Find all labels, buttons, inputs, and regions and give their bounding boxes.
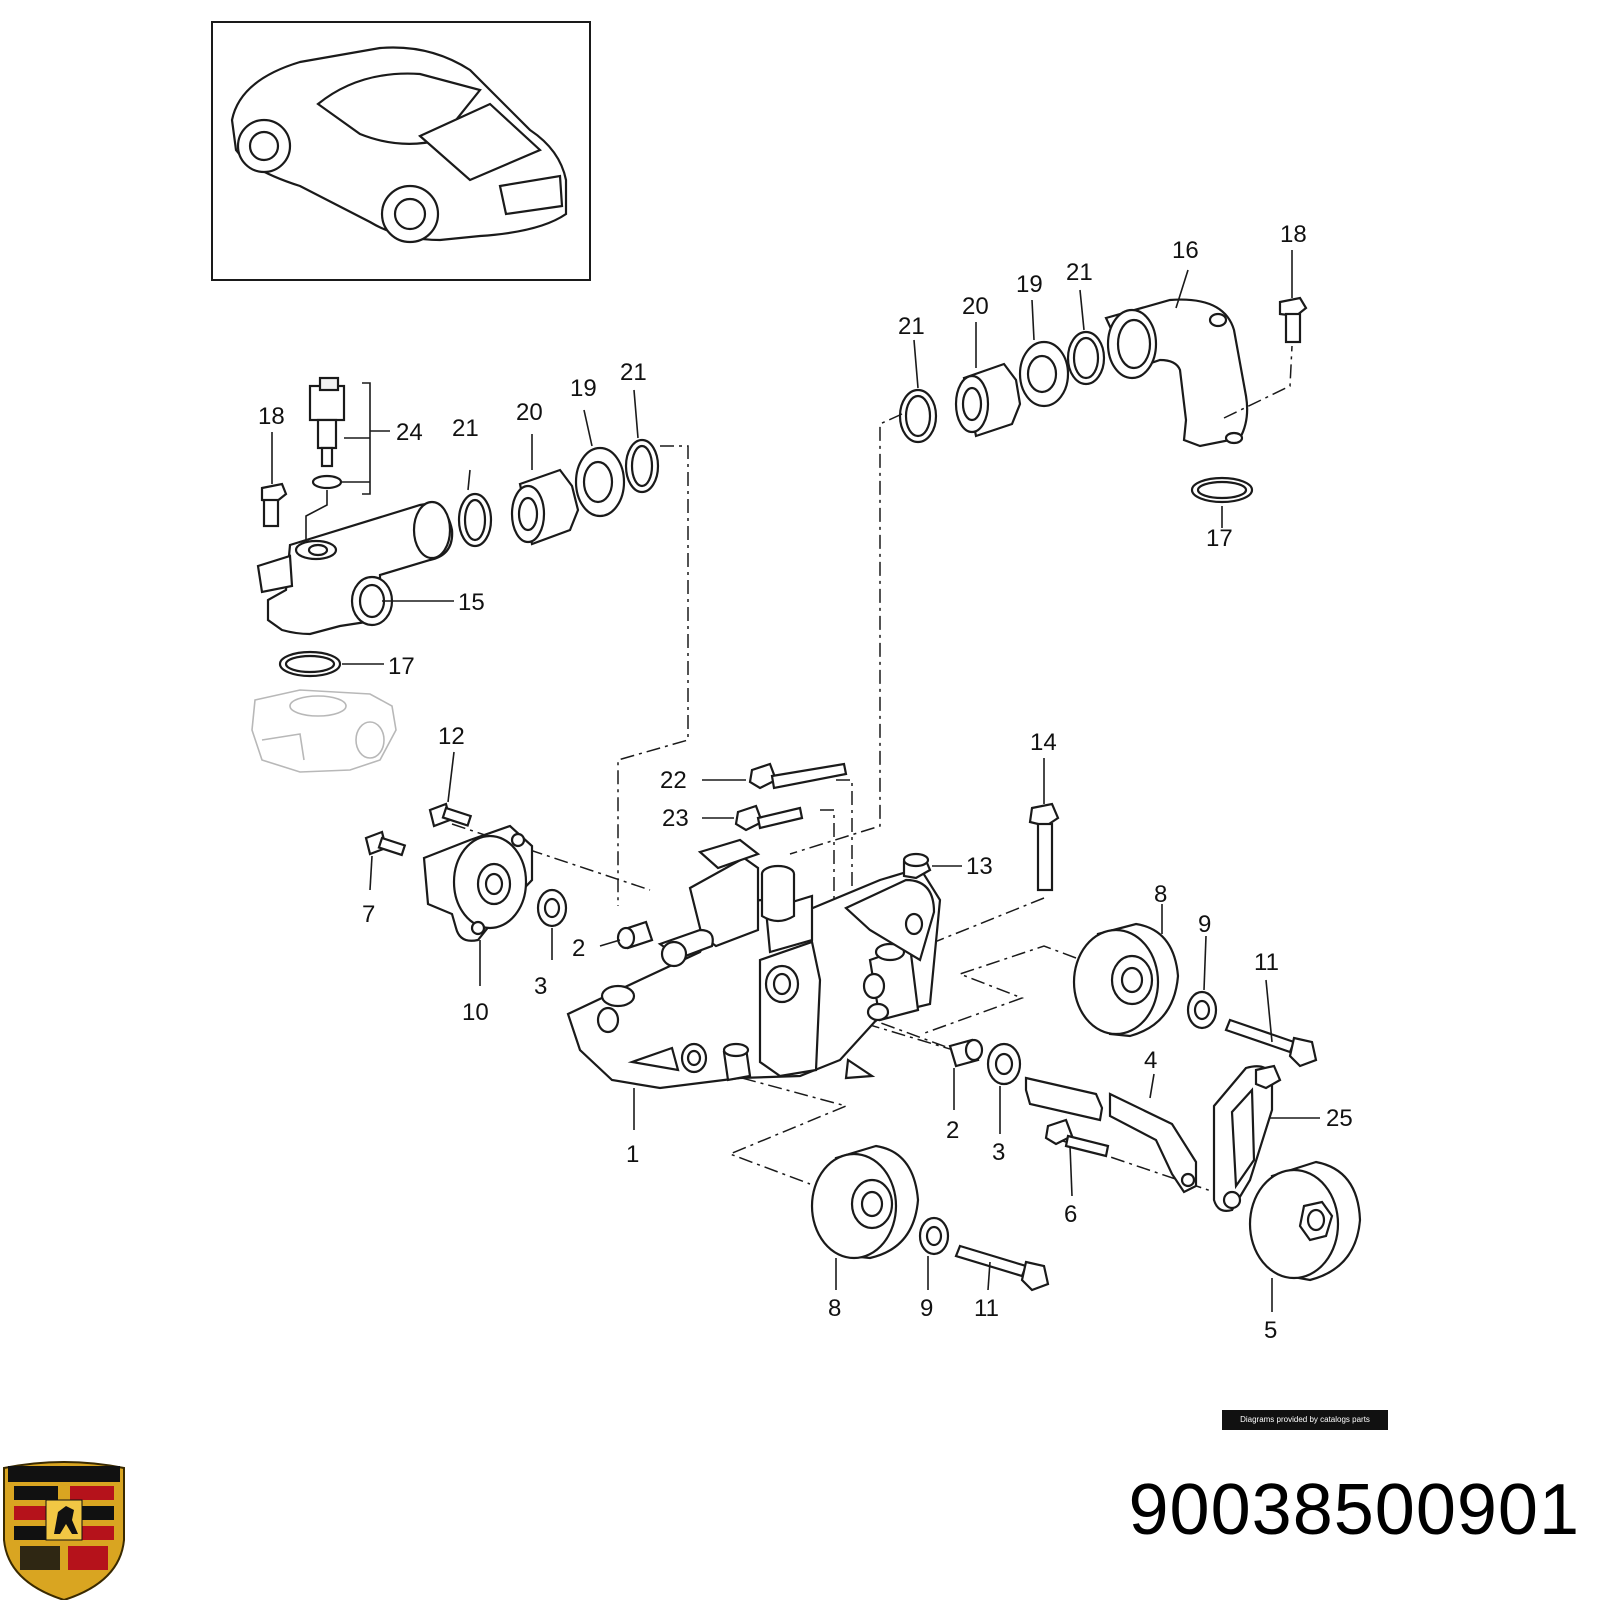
callout-11-upper: 11 [1254, 949, 1279, 976]
o-ring-21-left-a-inner [463, 498, 487, 542]
tensioner-10 [422, 824, 534, 942]
callout-numbers: 1 2 2 3 3 4 5 6 7 8 8 9 9 10 11 11 12 13… [258, 221, 1353, 1344]
coolant-elbow-16 [1104, 298, 1249, 448]
bolt-23 [734, 804, 804, 832]
callout-9-lower: 9 [920, 1295, 933, 1322]
callout-20-left: 20 [516, 399, 543, 426]
screw-7 [364, 830, 407, 857]
arm-4 [1024, 1076, 1198, 1194]
callout-18-right: 18 [1280, 221, 1307, 248]
callout-16: 16 [1172, 237, 1199, 264]
temperature-sensor-24 [305, 376, 390, 540]
callout-17-left: 17 [388, 653, 415, 680]
washer-9-upper [1186, 990, 1218, 1030]
o-ring-21-left-b-inner [630, 444, 654, 488]
callout-11-lower: 11 [974, 1295, 999, 1322]
callout-6: 6 [1064, 1201, 1077, 1228]
callout-10: 10 [462, 999, 489, 1026]
washer-9-lower [918, 1216, 950, 1256]
main-bracket-1 [566, 838, 942, 1090]
callout-3-upper: 3 [534, 973, 547, 1000]
callout-24: 24 [396, 419, 423, 446]
callout-5: 5 [1264, 1317, 1277, 1344]
o-ring-21-right-b-inner [1072, 336, 1100, 380]
cap-13 [902, 852, 932, 880]
seal-19-right [1018, 340, 1070, 408]
callout-21-right-a: 21 [898, 313, 925, 340]
callout-4: 4 [1144, 1047, 1157, 1074]
bolt-11-upper [1224, 1018, 1318, 1068]
callout-25: 25 [1326, 1105, 1353, 1132]
car-thumbnail [211, 21, 591, 281]
engine-block-ghost [251, 689, 397, 773]
bushing-2-upper [616, 920, 654, 950]
callout-13: 13 [966, 853, 993, 880]
callout-8-upper: 8 [1154, 881, 1167, 908]
idler-pulley-8-lower [810, 1144, 920, 1260]
bolt-22 [748, 762, 848, 790]
idler-pulley-8-upper [1072, 922, 1180, 1038]
callout-18-left: 18 [258, 403, 285, 430]
bolt-18-right [1278, 250, 1308, 344]
callout-19-right: 19 [1016, 271, 1043, 298]
spacer-3-lower [986, 1042, 1022, 1086]
callout-15: 15 [458, 589, 485, 616]
spacer-3-upper [536, 888, 568, 928]
callout-21-left-b: 21 [620, 359, 647, 386]
callout-21-right-b: 21 [1066, 259, 1093, 286]
bushing-2-lower [948, 1038, 984, 1068]
callout-20-right: 20 [962, 293, 989, 320]
screw-12 [428, 802, 473, 828]
callout-leaders [342, 269, 1320, 1312]
porsche-crest-logo [3, 1461, 125, 1600]
seal-20-left [510, 468, 580, 546]
tensioner-pulley-5 [1248, 1160, 1362, 1282]
seal-20-right [954, 362, 1022, 438]
gasket-17-left-inner [284, 654, 336, 674]
callout-7: 7 [362, 901, 375, 928]
callout-9-upper: 9 [1198, 911, 1211, 938]
part-number: 90038500901 [1128, 1470, 1580, 1550]
callout-3-lower: 3 [992, 1139, 1005, 1166]
bolt-14 [1028, 758, 1060, 892]
callout-14: 14 [1030, 729, 1057, 756]
callout-23: 23 [662, 805, 689, 832]
callout-2-upper: 2 [572, 935, 585, 962]
thermostat-housing-15 [256, 500, 454, 636]
bolt-18-left [260, 432, 288, 528]
gasket-17-right-inner [1196, 480, 1248, 500]
callout-22: 22 [660, 767, 687, 794]
callout-8-lower: 8 [828, 1295, 841, 1322]
callout-2-lower: 2 [946, 1117, 959, 1144]
callout-12: 12 [438, 723, 465, 750]
seal-19-left [574, 446, 626, 518]
bracket-25 [1212, 1064, 1282, 1212]
callout-21-left-a: 21 [452, 415, 479, 442]
bolt-11-lower [954, 1244, 1050, 1292]
diagram-credit: Diagrams provided by catalogs parts [1222, 1410, 1388, 1430]
o-ring-21-right-a-inner [904, 394, 932, 438]
bolt-6 [1044, 1118, 1110, 1158]
callout-1: 1 [626, 1141, 639, 1168]
callout-19-left: 19 [570, 375, 597, 402]
callout-17-right: 17 [1206, 525, 1233, 552]
